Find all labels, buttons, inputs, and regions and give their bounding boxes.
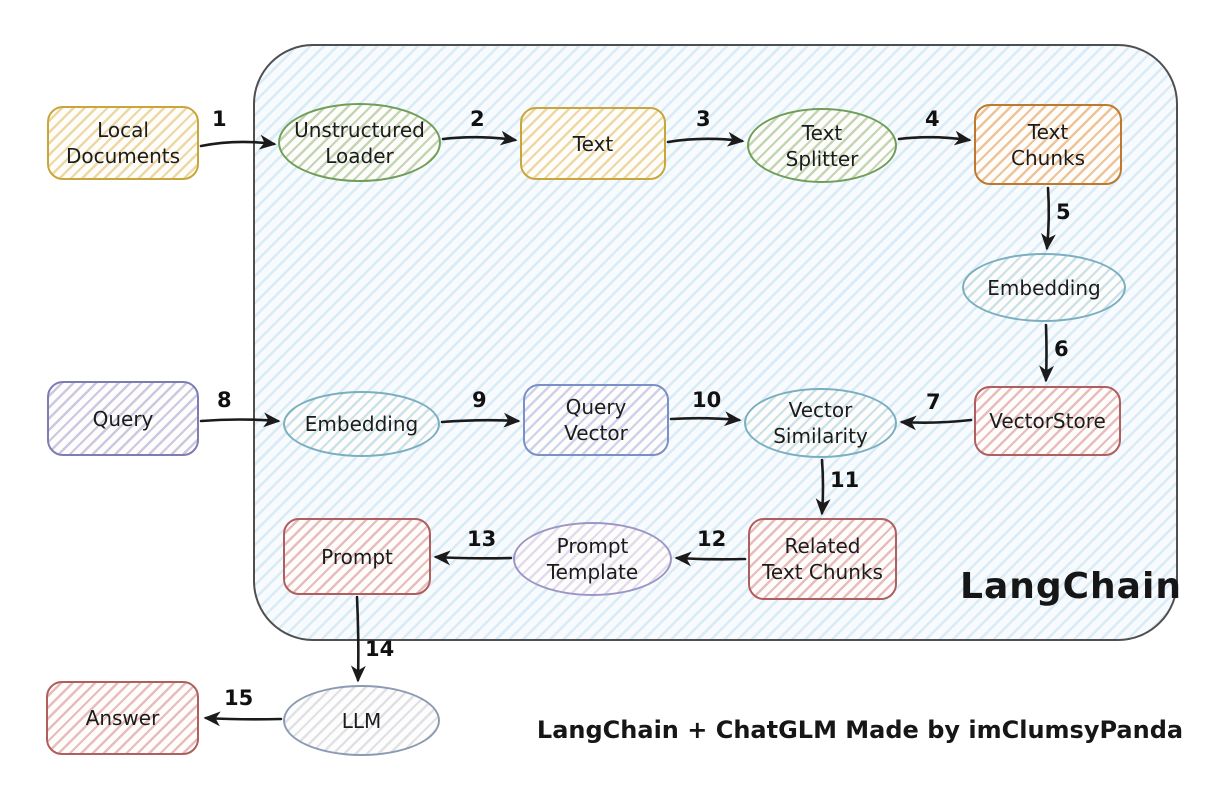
edge-label-8: 8: [217, 388, 232, 412]
edge-label-12: 12: [697, 527, 727, 551]
edge-label-11: 11: [830, 468, 860, 492]
edge-label-3: 3: [696, 107, 711, 131]
edge-label-2: 2: [470, 107, 485, 131]
edge-label-5: 5: [1056, 200, 1071, 224]
node-text-chunks: Text Chunks: [974, 104, 1122, 185]
node-label: LLM: [341, 708, 382, 733]
edge-label-9: 9: [472, 388, 487, 412]
node-label: Prompt: [321, 544, 393, 569]
node-prompt-template: Prompt Template: [513, 522, 672, 596]
node-label: Prompt Template: [546, 534, 639, 584]
node-llm: LLM: [283, 685, 440, 756]
node-label: Embedding: [304, 412, 419, 436]
edge-label-15: 15: [224, 686, 254, 710]
node-label: Query Vector: [564, 395, 628, 445]
node-vectorstore: VectorStore: [974, 386, 1121, 456]
edge-label-6: 6: [1054, 337, 1069, 361]
node-text-splitter: Text Splitter: [747, 108, 897, 183]
edge-label-7: 7: [926, 390, 941, 414]
node-embedding-docs: Embedding: [962, 253, 1126, 322]
node-query-vector: Query Vector: [523, 384, 669, 456]
node-label: Embedding: [987, 275, 1101, 300]
node-vector-similarity: Vector Similarity: [744, 388, 897, 458]
node-label: VectorStore: [989, 409, 1106, 433]
node-label: Local Documents: [65, 118, 181, 168]
node-answer: Answer: [46, 681, 199, 755]
node-label: Answer: [85, 706, 160, 730]
node-embedding-query: Embedding: [283, 391, 440, 457]
edge-label-14: 14: [365, 637, 395, 661]
edge-label-10: 10: [692, 388, 722, 412]
node-label: Text Splitter: [785, 120, 859, 171]
node-query: Query: [47, 381, 199, 456]
node-label: Text Chunks: [1011, 119, 1085, 170]
node-label: Unstructured Loader: [294, 117, 425, 168]
edge-label-1: 1: [212, 107, 227, 131]
frame-title: LangChain: [960, 566, 1182, 607]
node-related-text-chunks: Related Text Chunks: [748, 518, 897, 600]
caption: LangChain + ChatGLM Made by imClumsyPand…: [536, 716, 1184, 744]
node-prompt: Prompt: [283, 518, 431, 595]
edge-label-13: 13: [467, 527, 497, 551]
node-label: Related Text Chunks: [762, 534, 883, 584]
node-local-documents: Local Documents: [47, 106, 199, 180]
node-label: Query: [92, 406, 154, 431]
node-label: Text: [572, 131, 614, 156]
node-label: Vector Similarity: [773, 398, 868, 448]
node-unstructured-loader: Unstructured Loader: [278, 103, 441, 182]
node-text: Text: [520, 107, 666, 180]
arrow-15: [203, 711, 283, 727]
edge-label-4: 4: [925, 107, 940, 131]
